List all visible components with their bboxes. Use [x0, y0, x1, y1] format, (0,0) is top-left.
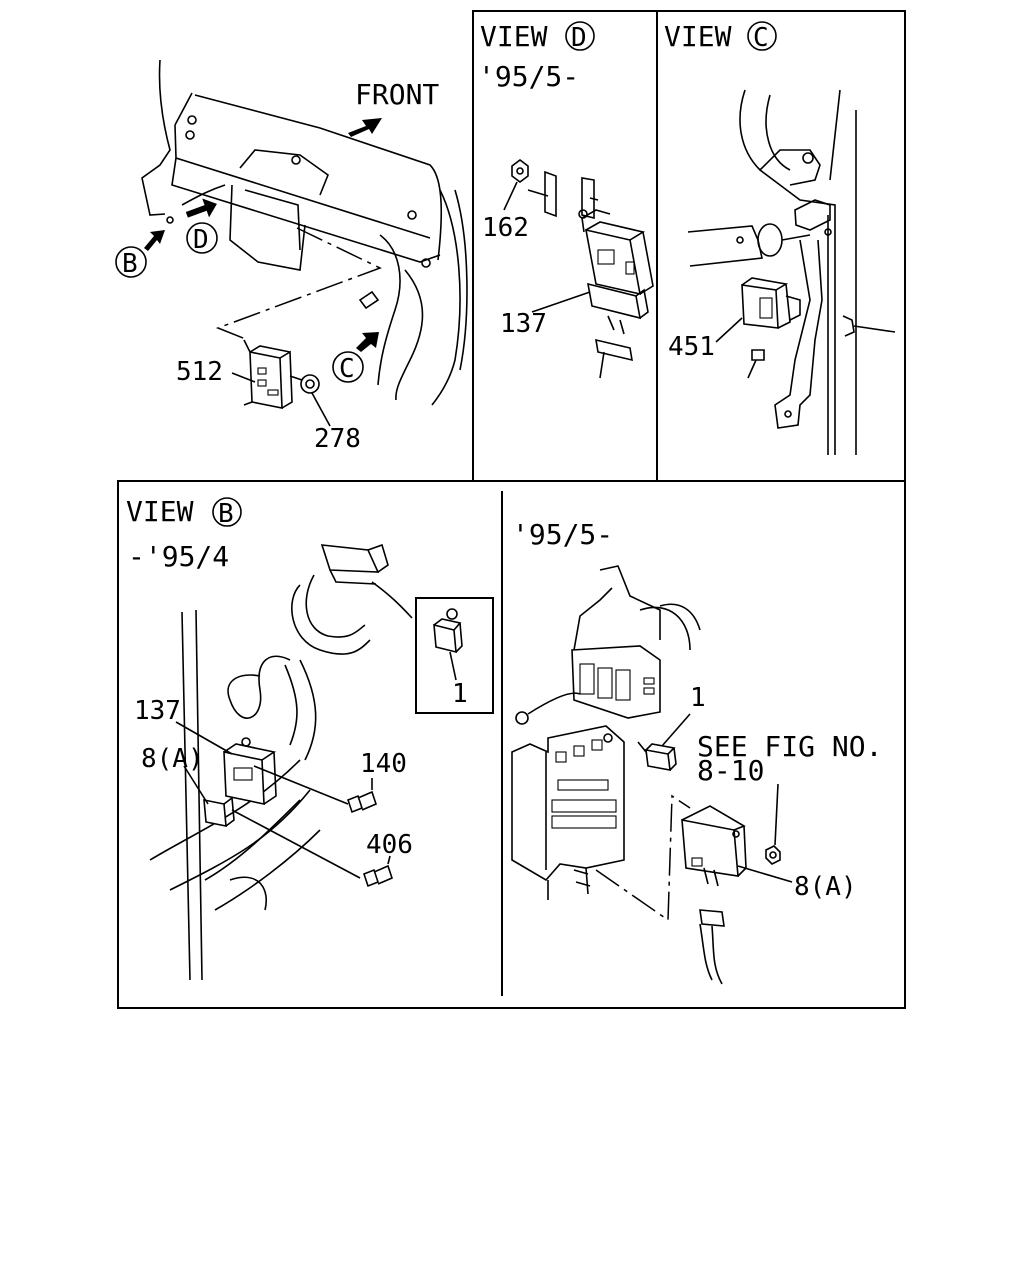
view-b-panel: VIEW B -'95/4 1: [126, 495, 468, 981]
part-1-late: 1: [690, 683, 706, 713]
reference-line-2: 8-10: [697, 754, 764, 787]
callout-c-letter: C: [339, 354, 355, 384]
callout-c-circle: [332, 351, 364, 383]
overview-illustration: FRONT B D C 512 278: [115, 59, 468, 454]
view-c-title: VIEW: [664, 20, 732, 53]
view-b-title: VIEW: [126, 495, 194, 528]
callout-b-letter: B: [122, 249, 138, 279]
part-8a-late: 8(A): [794, 872, 857, 902]
part-137-view-d: 137: [500, 309, 547, 339]
part-278: 278: [314, 424, 361, 454]
view-c-circle: [747, 21, 777, 51]
part-406: 406: [366, 830, 413, 860]
inset-frame: [415, 597, 494, 714]
view-b-letter: B: [218, 499, 234, 529]
view-b-date: -'95/4: [128, 540, 229, 573]
view-c-letter: C: [753, 23, 769, 53]
late-model-date: '95/5-: [512, 518, 613, 551]
arrow-b-icon: [144, 230, 165, 251]
arrow-c-icon: [356, 332, 379, 352]
part-137-view-b: 137: [134, 696, 181, 726]
part-451: 451: [668, 332, 715, 362]
front-label: FRONT: [355, 78, 439, 111]
callout-d-circle: [186, 222, 218, 254]
view-c-panel: VIEW C 451: [664, 20, 896, 455]
view-d-date: '95/5-: [478, 60, 579, 93]
view-d-circle: [565, 21, 595, 51]
view-d-title: VIEW: [480, 20, 548, 53]
part-140: 140: [360, 749, 407, 779]
part-1-inset: 1: [452, 679, 468, 709]
front-arrow-icon: [348, 118, 382, 137]
view-d-panel: VIEW D '95/5- 162 137: [478, 20, 654, 379]
part-8a-view-b: 8(A): [141, 744, 204, 774]
reference-line-1: SEE FIG NO.: [697, 730, 882, 763]
arrow-d-icon: [185, 198, 217, 218]
callout-b-circle: [115, 246, 147, 278]
part-162: 162: [482, 213, 529, 243]
panel-frames: [117, 10, 906, 1009]
view-b-circle: [212, 497, 242, 527]
callout-d-letter: D: [193, 225, 209, 255]
view-d-letter: D: [571, 23, 587, 53]
late-model-panel: '95/5- 1: [511, 518, 882, 985]
part-512: 512: [176, 357, 223, 387]
